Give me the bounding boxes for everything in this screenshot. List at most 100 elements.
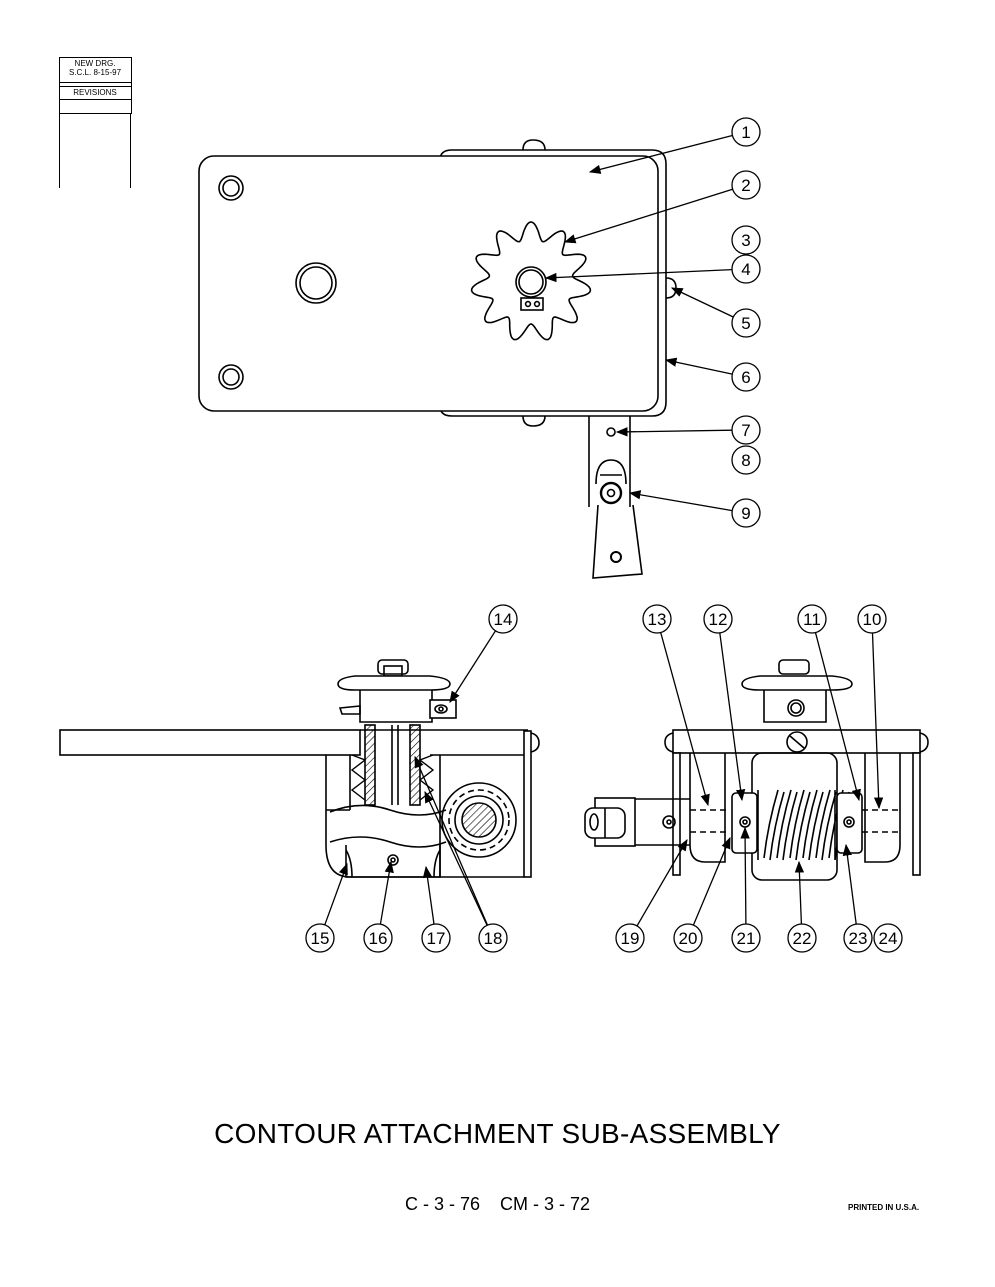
- callout-circle-14: [488, 604, 518, 634]
- callout-circle-7: [731, 415, 761, 445]
- callout-label-10: 10: [863, 610, 882, 629]
- revision-frame: [59, 57, 132, 114]
- callout-label-3: 3: [741, 231, 750, 250]
- callout-label-21: 21: [737, 929, 756, 948]
- callout-label-20: 20: [679, 929, 698, 948]
- callout-circle-2: [731, 170, 761, 200]
- knob-body: [359, 690, 433, 723]
- callout-circle-8: [731, 445, 761, 475]
- worm-wheel-shaft: [461, 802, 497, 838]
- callout-circle-11: [797, 604, 827, 634]
- callout-circle-10: [857, 604, 887, 634]
- leader-21: [740, 826, 750, 925]
- callout-circle-18: [478, 923, 508, 953]
- housing-rear: [439, 149, 667, 417]
- left-section-view: [59, 659, 540, 878]
- mounting-hole: [218, 175, 244, 201]
- callout-label-16: 16: [369, 929, 388, 948]
- leader-15: [324, 862, 348, 926]
- knob-flange: [741, 675, 853, 691]
- callout-label-9: 9: [741, 504, 750, 523]
- leader-10: [871, 632, 884, 810]
- collar-screw: [843, 816, 855, 828]
- callout-label-14: 14: [494, 610, 513, 629]
- callout-label-7: 7: [741, 421, 750, 440]
- knob-lock: [338, 705, 361, 715]
- shaft-bushing-left: [364, 724, 376, 806]
- revision-block: NEW DRG. S.C.L. 8-15-97 REVISIONS: [59, 57, 132, 188]
- callout-circle-4: [731, 254, 761, 284]
- knob-cap: [778, 659, 810, 675]
- callout-circle-6: [731, 362, 761, 392]
- leader-13: [660, 632, 710, 807]
- callout-circle-5: [731, 308, 761, 338]
- break-line: [329, 836, 447, 848]
- callout-label-11: 11: [803, 610, 821, 629]
- revision-left-edge: [59, 113, 60, 188]
- callout-label-1: 1: [741, 123, 750, 142]
- callout-circle-1: [731, 117, 761, 147]
- revision-divider: [59, 99, 131, 100]
- clip-hole: [533, 300, 541, 308]
- leader-17: [422, 865, 435, 925]
- callout-label-18: 18: [484, 929, 503, 948]
- arm-pivot: [599, 481, 623, 505]
- collar-screw: [846, 819, 852, 825]
- leader-19: [636, 838, 688, 927]
- revision-divider: [59, 86, 131, 87]
- mounting-hole: [222, 179, 240, 197]
- leader-6: [664, 357, 733, 375]
- leader-12: [719, 632, 746, 802]
- break-line: [329, 804, 447, 816]
- drawing-numbers: C - 3 - 76 CM - 3 - 72: [404, 1194, 591, 1214]
- leader-23: [842, 843, 857, 925]
- bar: [59, 729, 361, 756]
- callout-label-8: 8: [741, 451, 750, 470]
- callout-label-17: 17: [427, 929, 446, 948]
- callout-label-19: 19: [621, 929, 640, 948]
- wall-left: [672, 752, 681, 876]
- callout-circle-3: [731, 225, 761, 255]
- arm-pivot-pin: [606, 488, 616, 498]
- knob-flange: [337, 675, 451, 691]
- callout-circle-19: [615, 923, 645, 953]
- screw-center: [438, 706, 444, 712]
- sprocket: [470, 221, 592, 341]
- arm-hole: [606, 427, 616, 437]
- leader-lines: [324, 134, 884, 927]
- callout-label-6: 6: [741, 368, 750, 387]
- callout-label-2: 2: [741, 176, 750, 195]
- leader-18: [414, 755, 489, 926]
- shaft-thread-left: [350, 754, 367, 801]
- wall-right: [912, 752, 921, 876]
- screw-slot: [434, 704, 448, 714]
- swing-arm: [592, 504, 643, 579]
- top-view: [198, 139, 677, 579]
- leader-1: [588, 134, 733, 174]
- callout-label-22: 22: [793, 929, 812, 948]
- cover-plate: [198, 155, 659, 412]
- housing-stud-bottom: [522, 415, 546, 427]
- mounting-hole: [222, 368, 240, 386]
- callout-circle-21: [731, 923, 761, 953]
- leader-4: [544, 268, 733, 283]
- leader-2: [563, 188, 733, 244]
- set-screw: [387, 854, 399, 866]
- worm-gear: [757, 789, 850, 861]
- knob-screw: [790, 702, 802, 714]
- clevis-pin: [589, 813, 599, 831]
- revision-date: S.C.L. 8-15-97: [68, 68, 122, 77]
- mounting-hole: [218, 364, 244, 390]
- leader-7: [615, 427, 733, 437]
- callout-label-24: 24: [879, 929, 898, 948]
- callout-circle-12: [703, 604, 733, 634]
- callout-circle-22: [787, 923, 817, 953]
- housing-left: [689, 753, 726, 863]
- collar-screw: [742, 819, 748, 825]
- clamp-block-curve: [345, 849, 353, 878]
- center-hole: [295, 262, 337, 304]
- leader-18: [424, 790, 488, 926]
- leader-20: [692, 836, 731, 926]
- knob-cap: [377, 659, 409, 675]
